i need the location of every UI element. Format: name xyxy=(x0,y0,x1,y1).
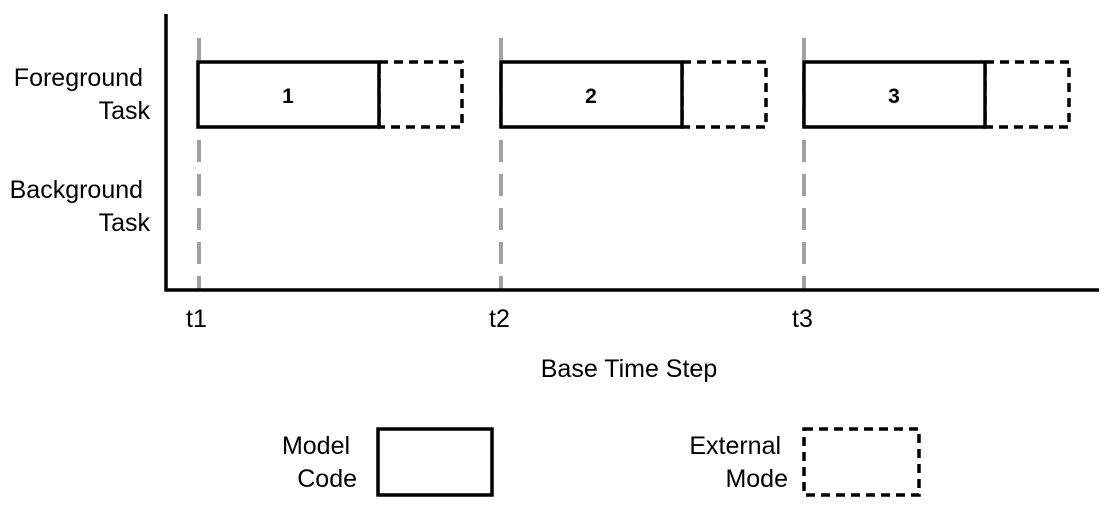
model-code-block-1 xyxy=(196,60,381,129)
time-step-label-t3: t3 xyxy=(792,305,813,333)
external-mode-block-3 xyxy=(983,60,1071,129)
external-mode-block-1 xyxy=(377,60,464,129)
time-step-label-t2: t2 xyxy=(489,305,510,333)
legend-external-mode-swatch xyxy=(802,427,921,497)
model-code-block-2 xyxy=(499,60,684,129)
legend-label-model-code: Model Code xyxy=(282,432,357,493)
task-number-1: 1 xyxy=(282,85,294,108)
time-step-label-t1: t1 xyxy=(186,305,207,333)
row-label-foreground: Foreground Task xyxy=(14,64,151,125)
axes xyxy=(164,14,1099,292)
legend-model-code-swatch xyxy=(376,427,494,497)
task-number-3: 3 xyxy=(888,85,900,108)
task-number-2: 2 xyxy=(585,85,597,108)
external-mode-block-2 xyxy=(680,60,768,129)
row-label-background: Background Task xyxy=(10,176,151,237)
legend-label-external-mode: External Mode xyxy=(689,432,788,493)
model-code-block-3 xyxy=(802,60,987,129)
x-axis-title: Base Time Step xyxy=(541,355,717,383)
